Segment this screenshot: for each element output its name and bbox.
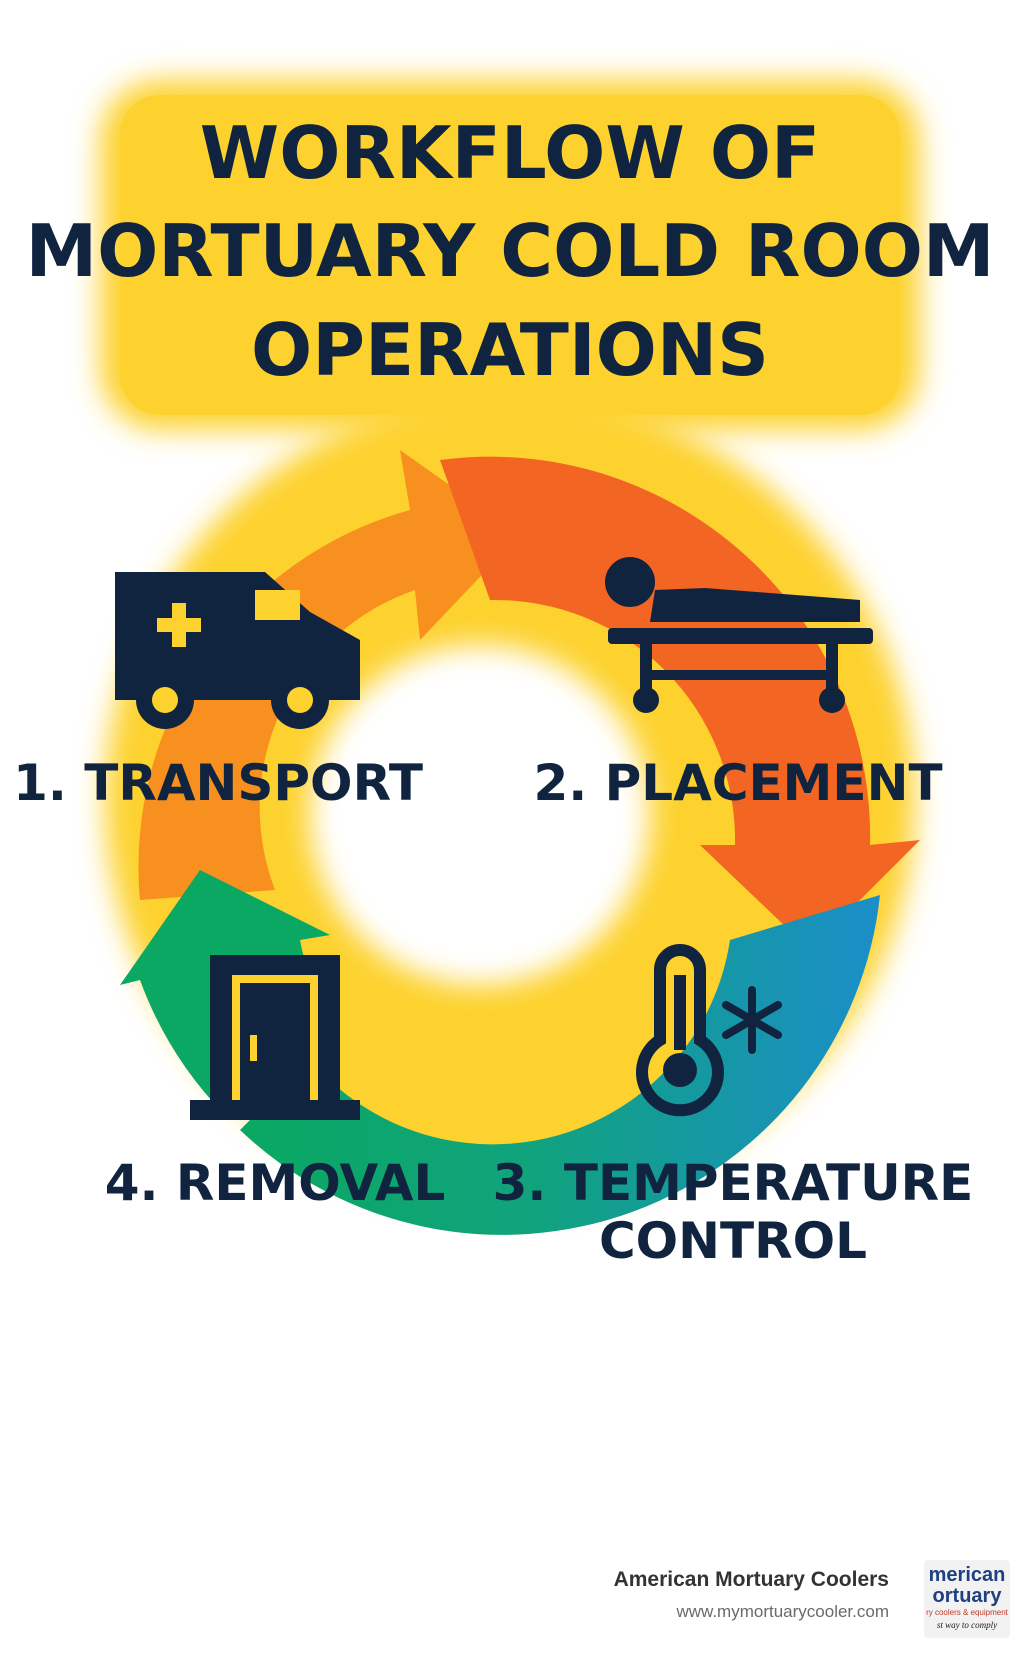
door-icon (190, 955, 360, 1120)
step-3-label-line2: CONTROL (599, 1212, 867, 1270)
page-title: WORKFLOW OF MORTUARY COLD ROOM OPERATION… (25, 111, 994, 392)
logo-text-3: ry coolers & equipment (926, 1608, 1008, 1617)
arrow-placement-to-temperature (440, 456, 920, 950)
logo-text-1: merican (928, 1564, 1006, 1586)
title-glow (100, 80, 920, 430)
logo-text-4: st way to comply (936, 1620, 998, 1630)
footer-text: American Mortuary Coolers www.mymortuary… (614, 1568, 889, 1622)
title-line-1: WORKFLOW OF (200, 111, 820, 195)
body-on-stretcher-icon (605, 557, 873, 713)
company-name: American Mortuary Coolers (613, 1568, 889, 1591)
thermometer-snowflake-icon (636, 944, 782, 1117)
ambulance-icon (115, 572, 360, 729)
company-logo: merican ortuary ry coolers & equipment s… (924, 1560, 1010, 1638)
arrow-temperature-to-removal (240, 895, 880, 1235)
step-2-label: 2. PLACEMENT (533, 754, 942, 812)
title-line-3: OPERATIONS (251, 308, 769, 392)
step-4-label: 4. REMOVAL (105, 1154, 446, 1212)
title-line-2: MORTUARY COLD ROOM (25, 209, 994, 293)
website-link[interactable]: www.mymortuarycooler.com (676, 1602, 889, 1621)
logo-text-2: ortuary (932, 1585, 1002, 1607)
step-3-label-line1: 3. TEMPERATURE (493, 1154, 974, 1212)
footer: American Mortuary Coolers www.mymortuary… (0, 1516, 1024, 1666)
arrow-transport-to-placement (138, 450, 521, 900)
step-1-label: 1. TRANSPORT (13, 754, 423, 812)
